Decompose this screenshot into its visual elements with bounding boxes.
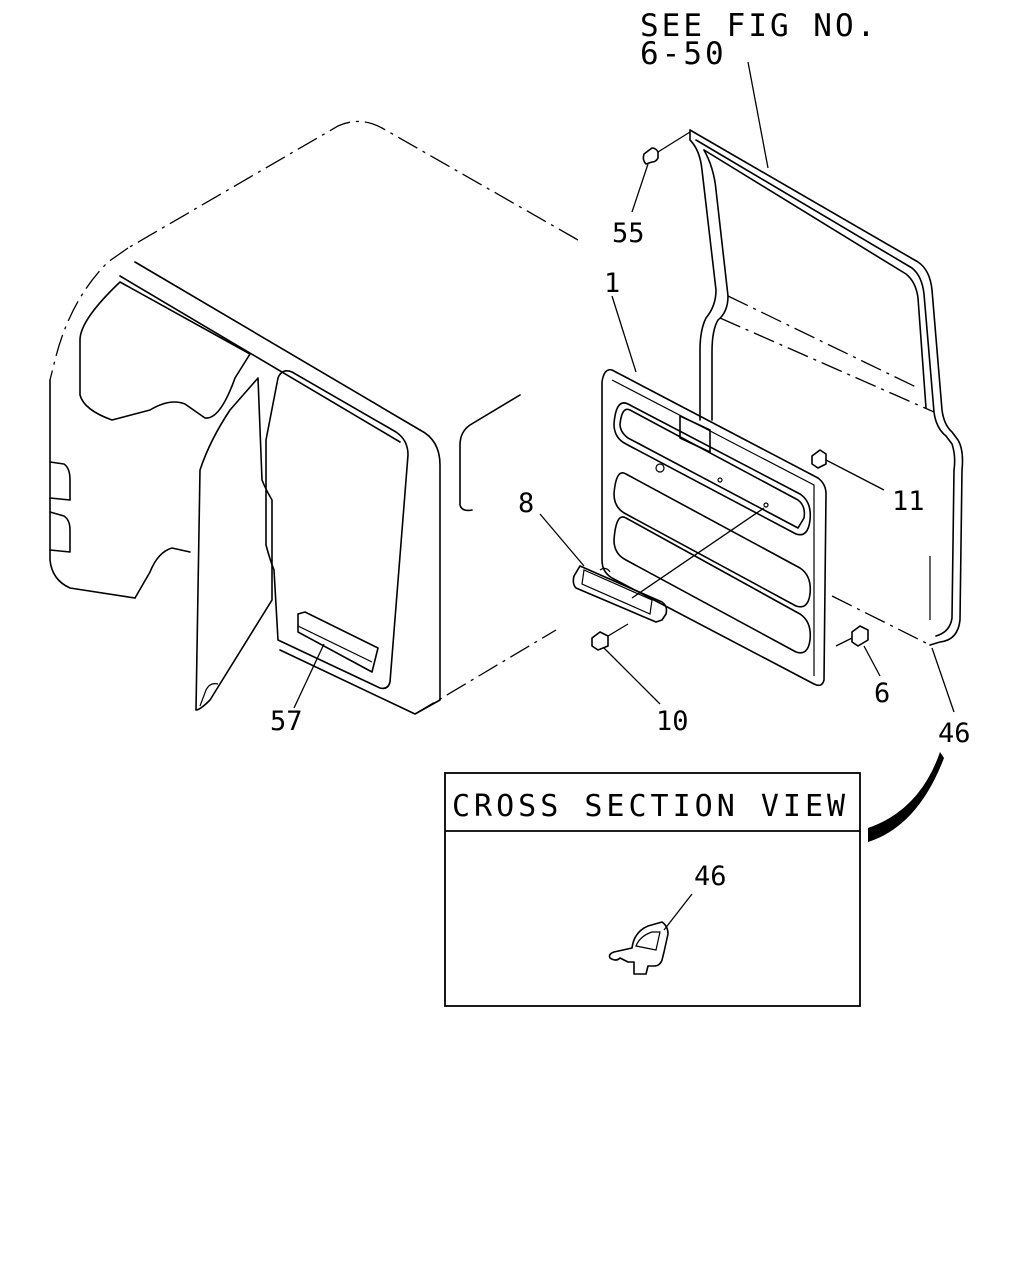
weatherstrip-profile-hollow	[635, 931, 661, 951]
callout-1: 1	[604, 268, 620, 299]
trim-rib-1-inner	[619, 408, 806, 529]
cab-front-face	[49, 379, 136, 599]
trim-hole-center	[717, 477, 723, 483]
cab-rear-quarter	[279, 429, 441, 715]
cab-front-roof	[49, 247, 129, 381]
front-lamp-lower	[49, 511, 71, 553]
leader-11	[825, 459, 885, 491]
rear-window-frame	[459, 394, 521, 512]
reference-leader	[747, 61, 769, 169]
callout-46: 46	[938, 718, 971, 749]
leader-46	[931, 647, 955, 713]
door-window-lower	[727, 295, 919, 389]
leader-6	[863, 645, 881, 677]
door-lower-edge	[199, 683, 219, 707]
cross-section-pointer	[868, 752, 944, 842]
trim-rib-3	[613, 516, 812, 654]
trim-hole-right	[763, 502, 769, 508]
reference-note-line1: SEE FIG NO.	[640, 8, 878, 44]
callout-11: 11	[892, 486, 925, 517]
callout-10: 10	[656, 706, 689, 737]
leader-55	[631, 163, 649, 213]
open-front-door	[195, 377, 273, 711]
cab-wheel-arch	[134, 547, 191, 599]
door-bottom-edge	[831, 595, 931, 646]
callout-55: 55	[612, 218, 645, 249]
trim-panel-inner-edge	[611, 379, 815, 676]
reference-note-line2: 6-50	[640, 36, 727, 72]
handle-grip	[581, 569, 653, 615]
windshield	[79, 281, 251, 421]
callout-6: 6	[874, 678, 890, 709]
handle-body	[572, 565, 668, 623]
leader-8	[539, 513, 585, 567]
clip-11	[811, 449, 827, 469]
pull-handle-8	[539, 507, 765, 623]
cab-side-beltline-top	[134, 261, 421, 431]
fastener-11	[811, 449, 885, 491]
door-left-edge	[689, 129, 717, 421]
cab-side-beltline-inner	[119, 275, 401, 443]
cross-section-leader	[663, 893, 693, 931]
handle-mount-line	[631, 507, 765, 599]
callout-8: 8	[518, 488, 534, 519]
door-weatherstrip-outer	[689, 129, 964, 646]
plug-55-mount	[657, 131, 691, 153]
cross-section-panel: CROSS SECTION VIEW 46	[444, 752, 944, 1007]
door-weatherstrip-inner	[695, 139, 956, 637]
screw-10	[591, 631, 609, 651]
weatherstrip-profile-46	[608, 921, 669, 975]
handle-clip	[599, 567, 611, 573]
leader-57	[293, 643, 325, 709]
leader-10	[603, 647, 661, 705]
reference-note: SEE FIG NO. 6-50	[640, 8, 878, 169]
trim-rib-2	[613, 472, 812, 608]
fastener-10	[591, 623, 661, 705]
door-left-edge-inner	[703, 149, 729, 421]
side-door-opening	[265, 370, 409, 690]
trim-hole-left	[655, 463, 665, 473]
cab-roof-edge	[127, 120, 579, 249]
callout-57: 57	[270, 706, 303, 737]
screw-10-mount	[607, 623, 629, 637]
door-weatherstrip-line3	[703, 149, 927, 409]
callout-labels: 55 1 11 8 6 10 57 46	[270, 218, 971, 749]
step-plate-57	[297, 611, 379, 673]
trim-panel-outline	[601, 368, 827, 687]
step-plate-groove	[297, 625, 373, 663]
cross-section-label-46: 46	[694, 861, 727, 892]
cross-section-frame	[444, 772, 861, 1007]
cab-floor-edge	[414, 629, 557, 715]
rear-door-assembly	[689, 129, 964, 713]
leader-1	[611, 295, 637, 373]
clip-6-mount	[835, 637, 853, 647]
front-lamp-upper	[49, 461, 71, 501]
fastener-55	[631, 131, 691, 213]
cab-body-outline	[49, 120, 579, 715]
trim-rib-1	[613, 402, 812, 536]
clip-6	[851, 625, 869, 647]
door-window-sill	[719, 317, 935, 413]
trim-panel-1	[601, 295, 827, 687]
trim-label-plate	[679, 415, 711, 453]
plug-55	[642, 147, 659, 165]
cross-section-title: CROSS SECTION VIEW	[452, 789, 849, 824]
fastener-6	[835, 625, 881, 677]
